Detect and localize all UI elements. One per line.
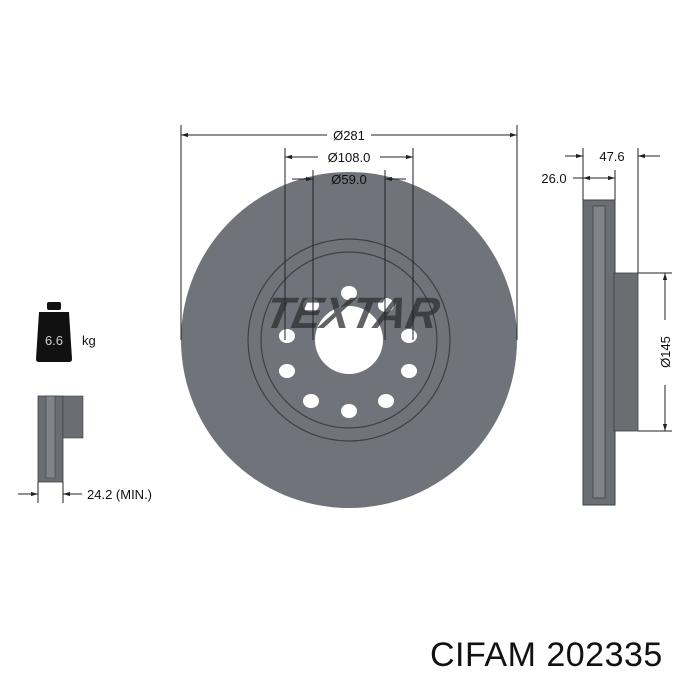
overall-height-label: 47.6 <box>599 149 624 164</box>
thickness-label: 26.0 <box>541 171 566 186</box>
front-dimensions <box>180 125 518 340</box>
min-thickness-dimension <box>18 482 82 503</box>
min-thickness-label: 24.2 (MIN.) <box>87 487 152 502</box>
side-dimensions <box>565 148 672 432</box>
weight-icon <box>36 302 72 362</box>
outer-diameter-label: Ø281 <box>333 128 365 143</box>
disc-front-view: TEXTAR <box>181 172 517 508</box>
center-bore-label: Ø59.0 <box>331 172 366 187</box>
hat-inner-ring <box>260 251 438 429</box>
weight-unit: kg <box>82 333 96 348</box>
bolt-circle-label: Ø108.0 <box>328 150 371 165</box>
hat-outer-ring <box>247 238 451 442</box>
hat-diameter-label: Ø145 <box>658 336 673 368</box>
min-thickness-view <box>37 395 84 483</box>
center-bore <box>315 306 383 374</box>
weight-value: 6.6 <box>45 333 63 348</box>
part-caption: CIFAM 202335 <box>430 636 663 674</box>
textar-watermark: TEXTAR <box>261 289 444 337</box>
disc-side-view <box>582 199 639 506</box>
